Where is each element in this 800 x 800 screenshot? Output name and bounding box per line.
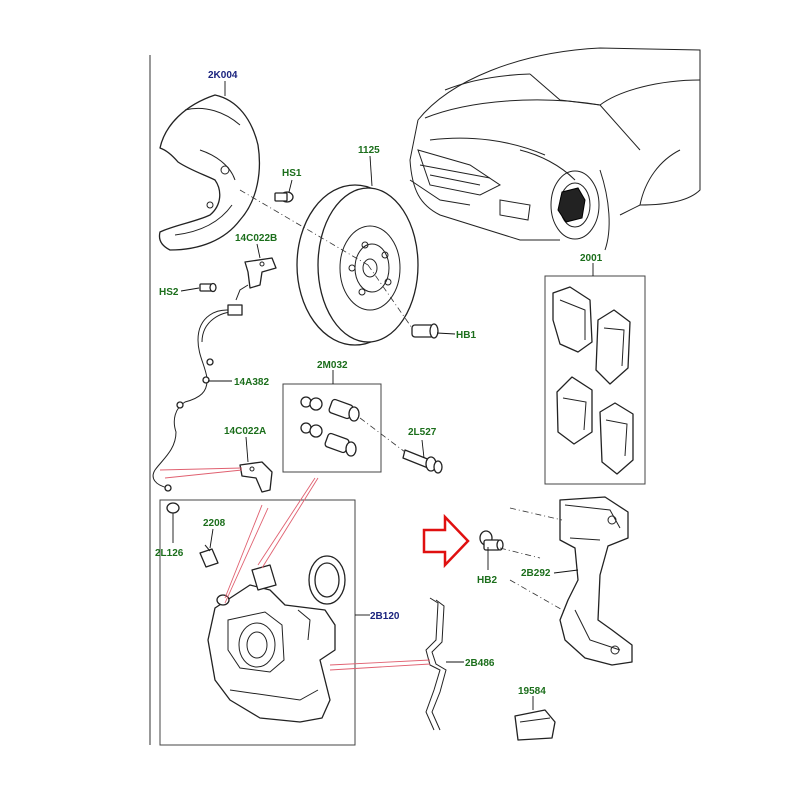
vehicle-illustration [409, 47, 701, 251]
grease-sachet-part [514, 709, 556, 741]
label-2L126: 2L126 [155, 548, 184, 559]
part-labels: 2K004 HS1 1125 14C022B HS2 HB1 2M032 14A… [155, 70, 603, 697]
hs1-bolt-part [274, 191, 294, 203]
hs2-screw-part [199, 282, 217, 293]
hb1-bolt-part [411, 323, 439, 339]
label-2K004: 2K004 [208, 70, 238, 81]
caliper-frame [159, 499, 356, 746]
hb2-bolt-part [479, 530, 504, 551]
anti-rattle-spring-part [425, 597, 447, 731]
caliper-part [207, 564, 336, 723]
label-2L527: 2L527 [408, 427, 437, 438]
guide-pin-part [402, 449, 443, 474]
label-2B486: 2B486 [465, 658, 495, 669]
label-19584: 19584 [518, 686, 546, 697]
label-HS1: HS1 [282, 168, 302, 179]
bleed-screw-part [199, 544, 219, 568]
label-2M032: 2M032 [317, 360, 348, 371]
label-14C022B: 14C022B [235, 233, 277, 244]
label-2001: 2001 [580, 253, 603, 264]
assembly-axis-lines [239, 189, 567, 613]
brake-pad-kit-frame [544, 275, 646, 485]
label-2B120: 2B120 [370, 611, 400, 622]
brake-disc-part [296, 184, 419, 346]
sensor-bracket-a-part [239, 461, 273, 493]
guide-pin-kit-part [300, 396, 360, 457]
label-HS2: HS2 [159, 287, 179, 298]
piston-seal-part [308, 555, 346, 605]
highlight-lines [159, 467, 431, 671]
brake-pad-set-part [552, 286, 634, 475]
label-14A382: 14A382 [234, 377, 269, 388]
label-HB2: HB2 [477, 575, 497, 586]
caliper-carrier-part [559, 496, 633, 666]
label-2208: 2208 [203, 518, 226, 529]
bleed-cap-part [166, 502, 180, 520]
abs-sensor-wire-part [152, 284, 249, 492]
label-HB1: HB1 [456, 330, 476, 341]
highlight-arrow-icon [422, 513, 470, 569]
leader-lines [172, 81, 594, 710]
label-14C022A: 14C022A [224, 426, 266, 437]
guide-pin-kit-frame [282, 383, 382, 473]
sensor-bracket-b-part [244, 257, 277, 289]
dust-shield-part [158, 94, 261, 251]
label-2B292: 2B292 [521, 568, 551, 579]
label-1125: 1125 [358, 145, 380, 156]
